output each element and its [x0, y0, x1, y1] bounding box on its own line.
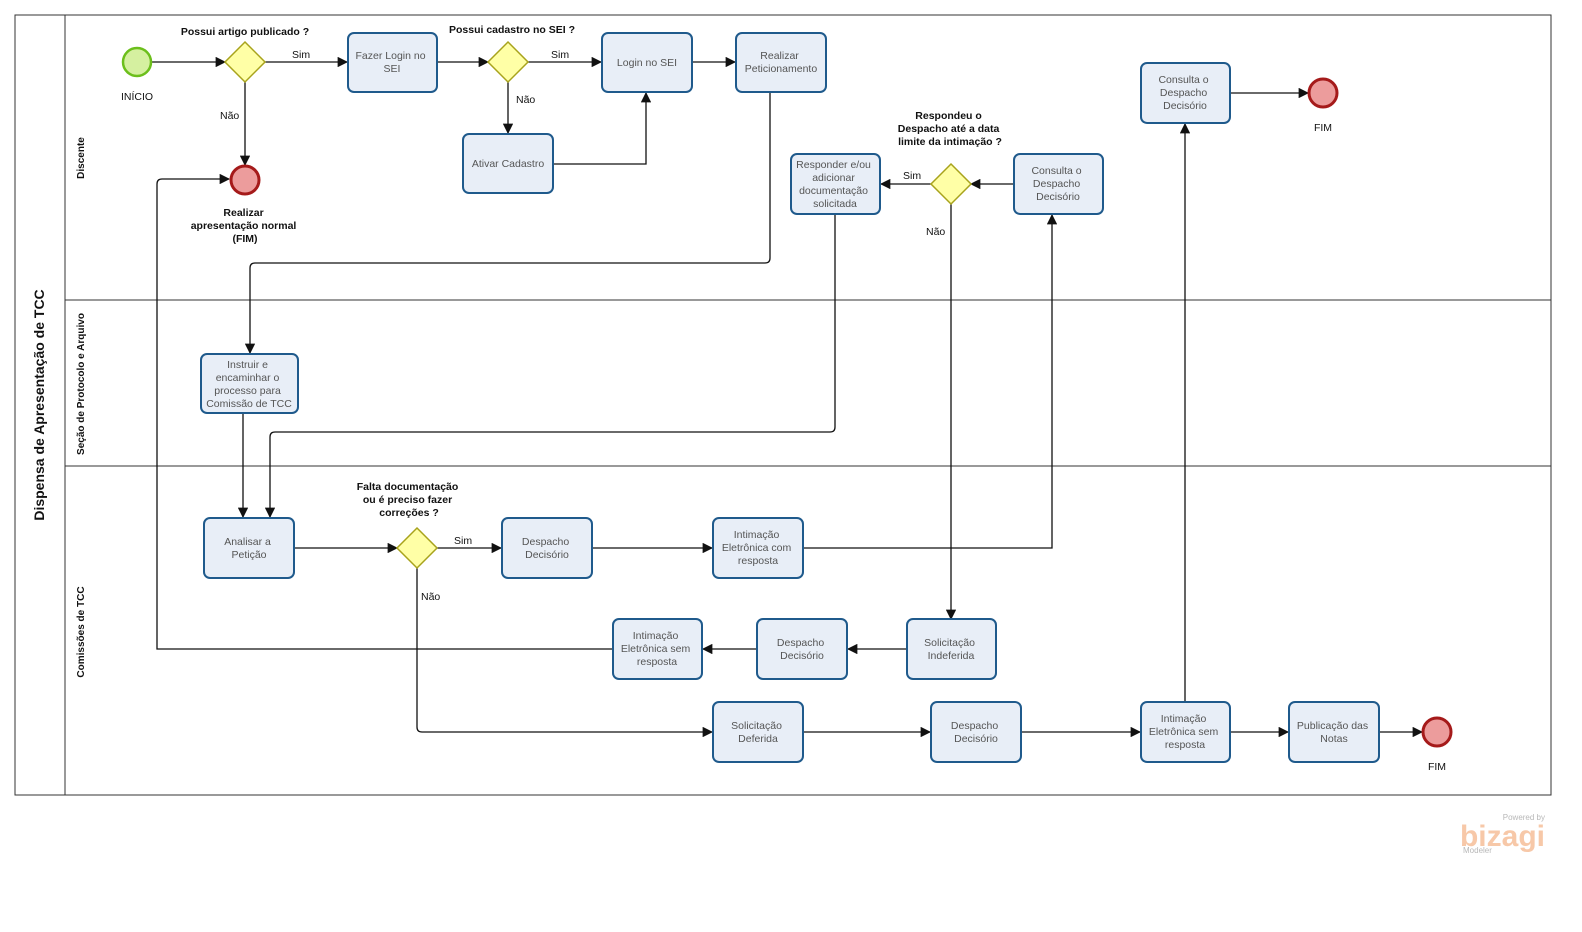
gateway-sei-label: Possui cadastro no SEI ?: [449, 24, 575, 36]
start-event[interactable]: INÍCIO: [121, 46, 153, 103]
end-apresentacao-label: Realizar apresentação normal (FIM): [191, 207, 300, 245]
gateway-cadastro-sei[interactable]: Possui cadastro no SEI ?: [449, 24, 575, 84]
flow-labels: Sim Não Sim Não Sim Não Sim Não: [220, 49, 945, 603]
task-label: Realizar Peticionamento: [745, 50, 818, 75]
flow-label-artigo-nao: Não: [220, 110, 239, 122]
task-responder-documentacao[interactable]: Responder e/ou adicionar documentação so…: [790, 153, 881, 215]
task-login-sei[interactable]: Login no SEI: [601, 32, 693, 93]
gateway-respondeu-label: Respondeu o Despacho até a data limite d…: [898, 110, 1002, 148]
task-label: Intimação Eletrônica sem resposta: [1149, 713, 1221, 751]
lane-title-protocolo: Seção de Protocolo e Arquivo: [76, 313, 87, 455]
task-label: Login no SEI: [617, 57, 677, 69]
bizagi-logo: Powered by bizagi Modeler: [1460, 813, 1545, 855]
end-event-bottom[interactable]: FIM: [1421, 716, 1453, 773]
task-label: Solicitação Indeferida: [924, 637, 978, 662]
sequence-flows: [152, 56, 1424, 738]
task-label: Consulta o Despacho Decisório: [1031, 165, 1084, 203]
end-bottom-label: FIM: [1428, 761, 1446, 773]
task-label: Intimação Eletrônica sem resposta: [621, 630, 693, 668]
task-consulta-despacho-top[interactable]: Consulta o Despacho Decisório: [1140, 62, 1231, 124]
pool: Dispensa de Apresentação de TCC: [14, 14, 1552, 796]
flow-label-sei-nao: Não: [516, 94, 535, 106]
task-label: Despacho Decisório: [522, 536, 572, 561]
gateway-falta-label: Falta documentação ou é preciso fazer co…: [357, 481, 461, 519]
start-event-label: INÍCIO: [121, 90, 153, 103]
task-despacho-decisorio-3[interactable]: Despacho Decisório: [930, 701, 1022, 763]
lane-title-discente: Discente: [76, 137, 87, 179]
task-label: Responder e/ou adicionar documentação so…: [796, 159, 874, 210]
pool-title: Dispensa de Apresentação de TCC: [31, 289, 47, 520]
task-instruir-encaminhar[interactable]: Instruir e encaminhar o processo para Co…: [200, 353, 299, 414]
task-consulta-despacho-mid[interactable]: Consulta o Despacho Decisório: [1013, 153, 1104, 215]
end-event-top[interactable]: FIM: [1307, 77, 1339, 134]
flow-label-falta-nao: Não: [421, 591, 440, 603]
task-label: Despacho Decisório: [951, 720, 1001, 745]
task-intimacao-com-resposta[interactable]: Intimação Eletrônica com resposta: [712, 517, 804, 579]
task-label: Intimação Eletrônica com resposta: [722, 529, 794, 567]
task-intimacao-sem-resposta-2[interactable]: Intimação Eletrônica sem resposta: [1140, 701, 1231, 763]
task-label: Fazer Login no SEI: [356, 50, 429, 75]
flow-label-artigo-sim: Sim: [292, 49, 310, 61]
end-top-label: FIM: [1314, 122, 1332, 134]
task-label: Solicitação Deferida: [731, 720, 785, 745]
task-label: Ativar Cadastro: [472, 158, 545, 170]
task-fazer-login-sei[interactable]: Fazer Login no SEI: [347, 32, 438, 93]
gateway-respondeu-despacho[interactable]: Respondeu o Despacho até a data limite d…: [898, 110, 1002, 206]
flow-label-falta-sim: Sim: [454, 535, 472, 547]
task-label: Analisar a Petição: [224, 536, 274, 561]
lane-headers: Discente Seção de Protocolo e Arquivo Co…: [76, 137, 87, 678]
task-label: Consulta o Despacho Decisório: [1158, 74, 1211, 112]
gateway-artigo-label: Possui artigo publicado ?: [181, 26, 309, 38]
task-intimacao-sem-resposta-1[interactable]: Intimação Eletrônica sem resposta: [612, 618, 703, 680]
task-publicacao-notas[interactable]: Publicação das Notas: [1288, 701, 1380, 763]
task-solicitacao-deferida[interactable]: Solicitação Deferida: [712, 701, 804, 763]
modeler-text: Modeler: [1463, 846, 1492, 855]
lane-title-comissoes: Comissões de TCC: [76, 586, 87, 677]
task-realizar-peticionamento[interactable]: Realizar Peticionamento: [735, 32, 827, 93]
flow-label-sei-sim: Sim: [551, 49, 569, 61]
flow-label-respondeu-nao: Não: [926, 226, 945, 238]
task-analisar-peticao[interactable]: Analisar a Petição: [203, 517, 295, 579]
task-solicitacao-indeferida[interactable]: Solicitação Indeferida: [906, 618, 997, 680]
task-ativar-cadastro[interactable]: Ativar Cadastro: [462, 133, 554, 194]
gateway-artigo-publicado[interactable]: Possui artigo publicado ?: [181, 26, 309, 84]
task-label: Despacho Decisório: [777, 637, 827, 662]
task-despacho-decisorio-2[interactable]: Despacho Decisório: [756, 618, 848, 680]
gateway-falta-documentacao[interactable]: Falta documentação ou é preciso fazer co…: [357, 481, 461, 570]
task-label: Instruir e encaminhar o processo para Co…: [206, 359, 292, 410]
powered-by-text: Powered by: [1503, 813, 1545, 822]
task-label: Publicação das Notas: [1297, 720, 1371, 745]
end-event-apresentacao[interactable]: Realizar apresentação normal (FIM): [191, 164, 300, 245]
flow-label-respondeu-sim: Sim: [903, 170, 921, 182]
bizagi-wordmark: bizagi: [1460, 820, 1545, 853]
task-despacho-decisorio-1[interactable]: Despacho Decisório: [501, 517, 593, 579]
